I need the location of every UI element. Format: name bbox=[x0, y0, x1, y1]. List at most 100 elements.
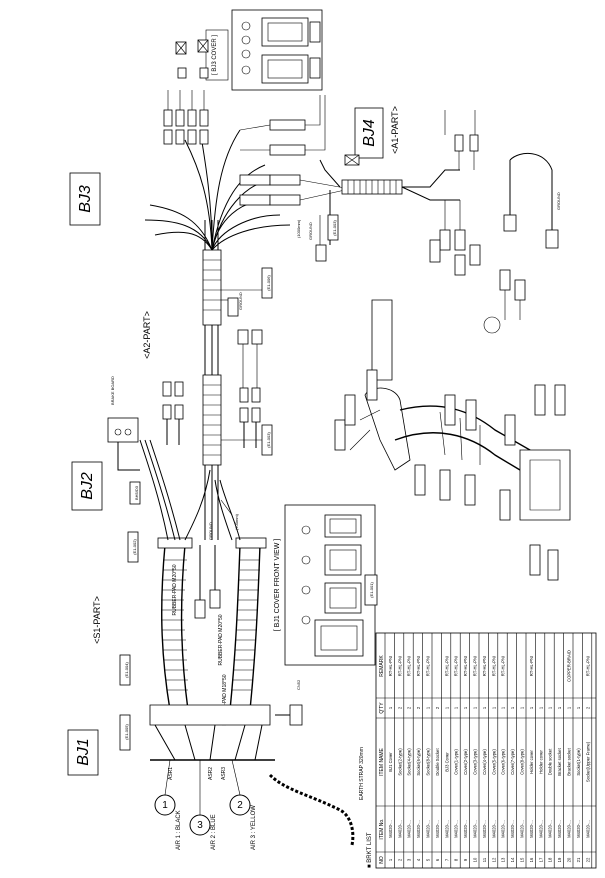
bom-cell: 1 bbox=[463, 706, 468, 709]
svg-text:(E1-002): (E1-002) bbox=[132, 539, 137, 555]
bom-cell: Cover(6-type) bbox=[501, 749, 506, 775]
bom-cell: RT-HL-PNI bbox=[388, 656, 393, 676]
bom-cell: 21 bbox=[576, 857, 581, 862]
bom-cell: M4020-... bbox=[557, 820, 562, 838]
bom-cell: Cover(8-type) bbox=[520, 749, 525, 775]
bom-cell: 1 bbox=[444, 706, 449, 709]
svg-text:BJ2: BJ2 bbox=[79, 472, 96, 500]
bom-cell: 1 bbox=[576, 706, 581, 709]
bom-cell: 1 bbox=[529, 706, 534, 709]
bom-cell: M4020-... bbox=[397, 820, 402, 838]
bj3-cover: [ BJ3 COVER ] bbox=[205, 9, 323, 91]
bom-cell: M4020-... bbox=[426, 820, 431, 838]
e1-002-box: (E1-002) bbox=[127, 531, 139, 563]
bom-cell: M4020-... bbox=[491, 820, 496, 838]
bom-cell: 17 bbox=[538, 857, 543, 862]
bj1-cover-label: [ BJ1 COVER FRONT VIEW ] bbox=[274, 539, 281, 631]
rubber-pad-a: RUBBER-PAD M20*50 bbox=[172, 564, 178, 615]
bom-cell: M4020-... bbox=[567, 820, 572, 838]
robot-arm bbox=[334, 299, 571, 581]
bom-cell: 14 bbox=[510, 857, 515, 862]
bom-header-remark: REMARK bbox=[379, 655, 385, 677]
hose-bundle-lower bbox=[229, 537, 267, 711]
bj3-top-connectors bbox=[163, 39, 209, 145]
bom-title: ■ BRKT LIST bbox=[367, 832, 373, 868]
bom-cell: 11 bbox=[482, 857, 487, 862]
bom-cell: RT-HL-PNI bbox=[444, 656, 449, 676]
bj1-cover-front-view: [ BJ1 COVER FRONT VIEW ] (E1-001) bbox=[274, 504, 378, 666]
bom-cell: M4020-... bbox=[444, 820, 449, 838]
bom-cell: BJ3 Cover bbox=[444, 752, 449, 772]
bom-cell: M4020-... bbox=[501, 820, 506, 838]
bj3-fanout bbox=[144, 129, 291, 251]
bom-cell: Socket(1-type) bbox=[576, 748, 581, 776]
bom-cell: RT-HL-PNI bbox=[463, 656, 468, 676]
bj3-horizontal-connectors bbox=[239, 95, 346, 206]
bom-cell: 12 bbox=[491, 857, 496, 862]
asr2-label: ASR2 bbox=[208, 767, 214, 780]
bom-cell: Socket(2-type) bbox=[397, 748, 402, 776]
bom-cell: 13 bbox=[501, 857, 506, 862]
bom-cell: RT-HL-PNI bbox=[426, 656, 431, 676]
bom-cell: 19 bbox=[557, 857, 562, 862]
bom-cell: 10 bbox=[473, 857, 478, 862]
bom-cell: M4020-... bbox=[585, 820, 590, 838]
bom-cell: Holder cover bbox=[529, 750, 534, 774]
bom-cell: RT-HL-PNI bbox=[416, 656, 421, 676]
section-bj3: BJ3 bbox=[69, 172, 101, 226]
bom-cell: 1 bbox=[548, 706, 553, 709]
ground-c-label: GROUND bbox=[308, 222, 313, 240]
bom-cell: RT-HL-PNI bbox=[529, 656, 534, 676]
bom-cell: Socket(8-type) bbox=[426, 748, 431, 776]
bom-cell: RT-HL-PNI bbox=[491, 656, 496, 676]
svg-text:(E1-005): (E1-005) bbox=[124, 724, 129, 740]
bom-cell: 2 bbox=[397, 706, 402, 709]
bom-cell: M4020-... bbox=[548, 820, 553, 838]
bom-cell: M4020-... bbox=[576, 820, 581, 838]
svg-text:BJ3: BJ3 bbox=[77, 185, 94, 213]
earth-strap: EARTH STRAP 320mm bbox=[268, 747, 365, 846]
part-s1-label: <S1-PART> bbox=[92, 596, 102, 644]
bj2-connectors bbox=[162, 329, 263, 448]
ground-b-label: GROUND bbox=[238, 292, 243, 310]
bom-cell: RT-HL-PNI bbox=[501, 656, 506, 676]
earth-strap-label: EARTH STRAP 320mm bbox=[359, 747, 365, 800]
bom-cell: 2 bbox=[407, 706, 412, 709]
bj1-base-bracket: 1 3 2 bbox=[149, 704, 275, 836]
bom-cell: 1 bbox=[473, 706, 478, 709]
bom-cell: Socket(6-type) bbox=[416, 748, 421, 776]
bom-cell: Cover(5-type) bbox=[491, 749, 496, 775]
bom-cell: Cover(7-type) bbox=[510, 749, 515, 775]
bom-cell: 2 bbox=[585, 706, 590, 709]
bom-cell: M4020-... bbox=[454, 820, 459, 838]
brake-board-label: BRAKE BOARD bbox=[110, 376, 115, 405]
bom-cell: RT-HL-PNI bbox=[397, 656, 402, 676]
bom-cell: 1 bbox=[388, 858, 393, 861]
bom-cell: RT-HL-PNI bbox=[454, 656, 459, 676]
bom-header-no: NO bbox=[379, 856, 385, 864]
bom-cell: 18 bbox=[548, 857, 553, 862]
ground-bj2: GROUND (700mm) bbox=[220, 292, 243, 530]
bom-cell: 2 bbox=[416, 706, 421, 709]
svg-text:2: 2 bbox=[237, 800, 243, 811]
bom-cell: 1 bbox=[501, 706, 506, 709]
bj3-cover-title: [ BJ3 COVER ] bbox=[212, 35, 218, 75]
bom-cell: Cover(1-type) bbox=[454, 749, 459, 775]
bom-cell: M4020-... bbox=[538, 820, 543, 838]
bj4-right: GROUND bbox=[429, 110, 561, 334]
bhs-label: BH5/D3 bbox=[134, 485, 139, 500]
bom-cell: Double Socket bbox=[435, 748, 440, 776]
bom-table: ■ BRKT LIST NO ITEM No. ITEM NAME Q'TY R… bbox=[367, 632, 597, 869]
cn52-label: CN52 bbox=[296, 679, 301, 690]
air3-label: AIR 3 : YELLOW bbox=[251, 805, 257, 850]
section-bj1: BJ1 bbox=[67, 729, 99, 776]
brake-board: BRAKE BOARD BH5/D3 bbox=[107, 376, 141, 505]
bom-cell: Cover(2-type) bbox=[463, 749, 468, 775]
bom-cell: Holder cover bbox=[538, 750, 543, 774]
bom-cell: 1 bbox=[388, 706, 393, 709]
bom-cell: Bracket socket bbox=[557, 747, 562, 775]
bom-cell: 22 bbox=[585, 857, 590, 862]
bom-cell: 2 bbox=[435, 706, 440, 709]
bom-cell: 8 bbox=[454, 858, 459, 861]
